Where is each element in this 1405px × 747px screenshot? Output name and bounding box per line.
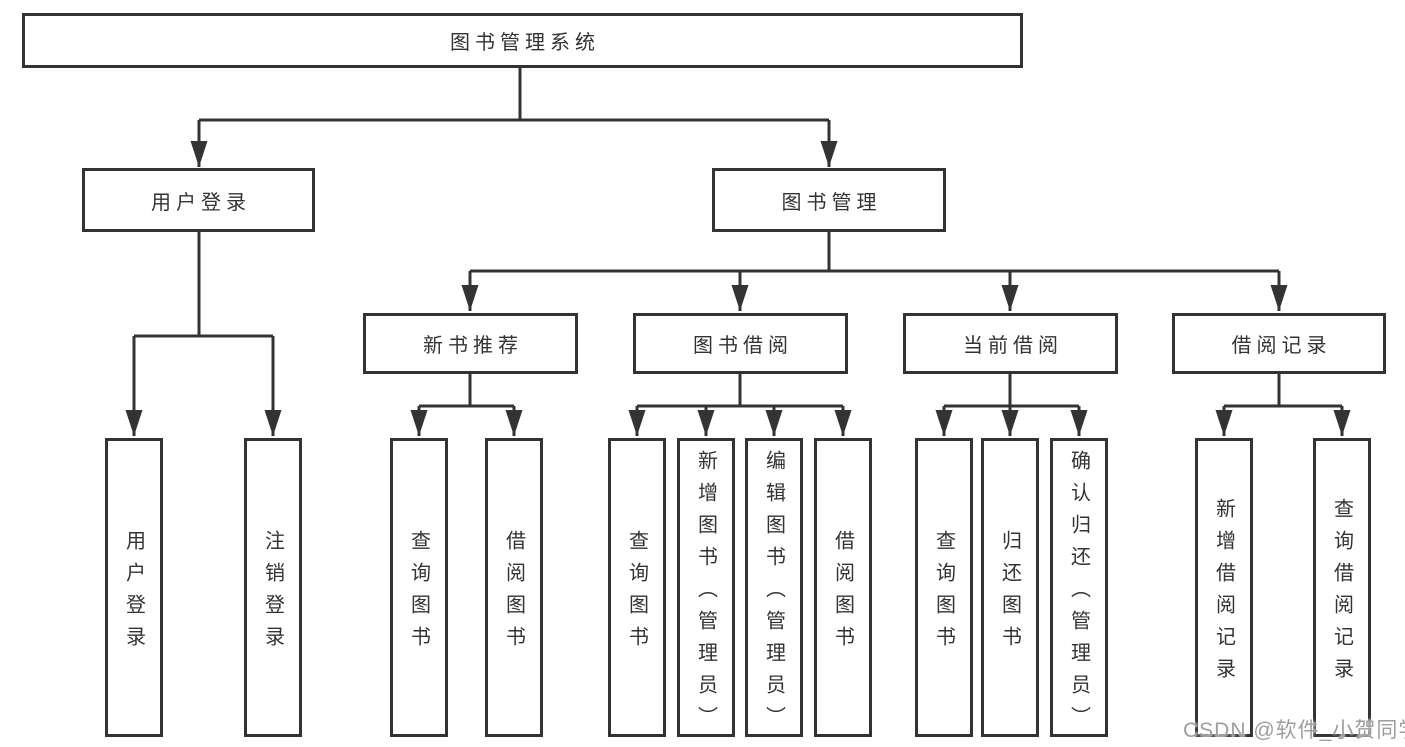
connector-borrowing-records (1215, 374, 1351, 436)
connector-root (190, 68, 838, 167)
node-label: 图书借阅 (693, 335, 793, 357)
node-label: 确认归还（管理员） (1067, 449, 1090, 738)
leaf-confirm-return-admin: 确认归还（管理员） (1050, 438, 1108, 738)
node-label: 注销登录 (261, 529, 284, 658)
node-label: 查询图书 (407, 529, 430, 658)
node-label: 编辑图书（管理员） (762, 449, 785, 738)
leaf-edit-book-admin: 编辑图书（管理员） (745, 438, 803, 738)
connector-book-borrowing (628, 374, 852, 436)
leaf-add-book-admin: 新增图书（管理员） (677, 438, 735, 738)
node-book-management: 图书管理 (712, 168, 946, 232)
leaf-user-login: 用户登录 (105, 438, 163, 737)
connector-book-management (461, 232, 1288, 311)
node-new-book-recommendation: 新书推荐 (363, 313, 578, 374)
connector-user-login (125, 232, 282, 436)
node-user-login: 用户登录 (82, 168, 315, 232)
leaf-borrow-books-borrowing: 借阅图书 (814, 438, 872, 737)
leaf-query-borrow-record: 查询借阅记录 (1313, 438, 1371, 737)
node-label: 查询借阅记录 (1330, 497, 1353, 690)
leaf-add-borrow-record: 新增借阅记录 (1195, 438, 1253, 737)
node-label: 用户登录 (151, 191, 251, 214)
node-book-borrowing: 图书借阅 (633, 313, 848, 374)
node-label: 当前借阅 (963, 335, 1063, 357)
node-current-borrowing: 当前借阅 (903, 313, 1118, 374)
node-label: 借阅记录 (1231, 335, 1332, 357)
leaf-return-book: 归还图书 (981, 438, 1039, 737)
connector-new-book-recommendation (410, 374, 523, 436)
node-label: 查询图书 (625, 529, 648, 658)
node-label: 图书管理系统 (450, 32, 600, 54)
node-label: 用户登录 (122, 529, 145, 658)
node-label: 归还图书 (998, 529, 1021, 658)
leaf-query-books-borrowing: 查询图书 (608, 438, 666, 737)
leaf-query-books-current: 查询图书 (915, 438, 973, 737)
node-library-system: 图书管理系统 (22, 13, 1023, 68)
csdn-watermark: CSDN @软件_小贺同学 (1183, 719, 1405, 742)
connector-current-borrowing (935, 374, 1088, 436)
node-label: 借阅图书 (831, 529, 854, 658)
node-label: 借阅图书 (502, 529, 525, 658)
leaf-query-books-recommend: 查询图书 (390, 438, 448, 737)
node-label: 查询图书 (932, 529, 955, 658)
node-label: 图书管理 (781, 191, 882, 214)
node-label: 新书推荐 (423, 335, 523, 357)
node-label: 新增借阅记录 (1212, 497, 1235, 690)
node-label: 新增图书（管理员） (694, 449, 717, 738)
leaf-logout: 注销登录 (244, 438, 302, 737)
leaf-borrow-books-recommend: 借阅图书 (485, 438, 543, 737)
node-borrowing-records: 借阅记录 (1172, 313, 1386, 374)
